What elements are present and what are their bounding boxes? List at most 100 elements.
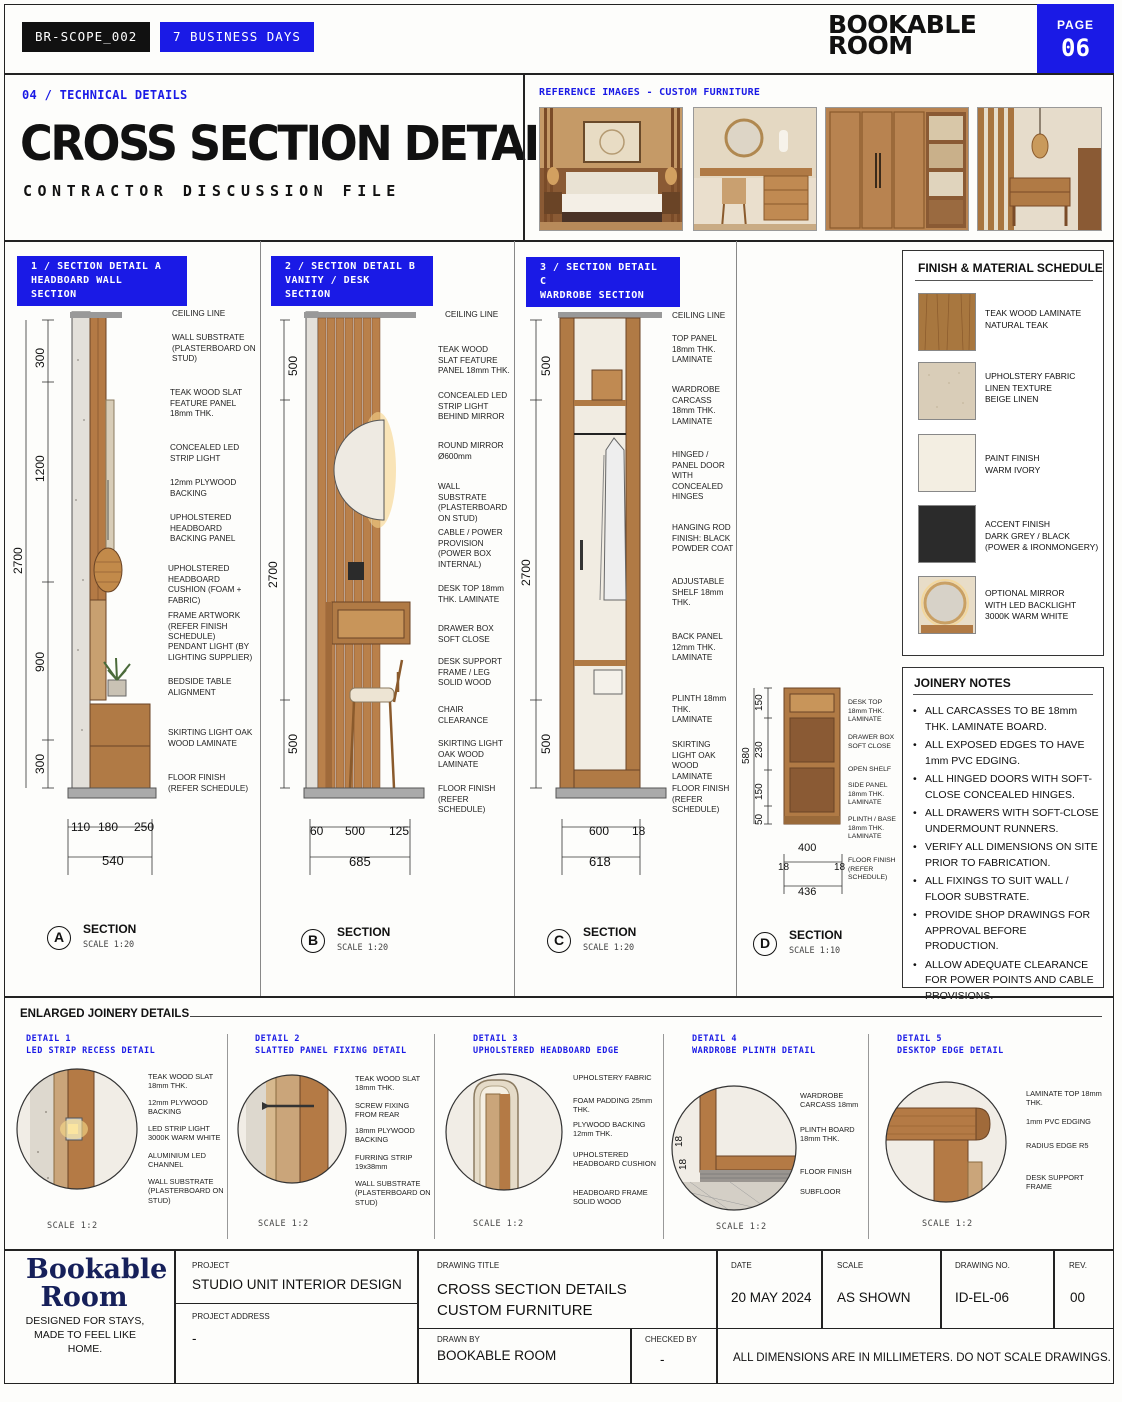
detail-5-label: LAMINATE TOP 18mm THK. [1026, 1089, 1102, 1108]
detail-2-label: WALL SUBSTRATE (PLASTERBOARD ON STUD) [355, 1179, 431, 1207]
dim-lines-b [309, 819, 411, 875]
page-number-box: PAGE 06 [1037, 4, 1114, 74]
label-b: TEAK WOOD SLAT FEATURE PANEL 18mm THK. [438, 345, 510, 375]
detail-5-drawing [885, 1081, 1007, 1203]
dim-d-width: 436 [798, 886, 817, 898]
label-c: ADJUSTABLE SHELF 18mm THK. [672, 577, 725, 607]
divider [663, 1034, 664, 1239]
dim-c-total: 2700 [519, 559, 533, 586]
detail-2-scale: SCALE 1:2 [258, 1219, 309, 1229]
reference-image-bedroom [539, 107, 683, 231]
dim-c-500b: 500 [539, 733, 553, 754]
dim-a-300b: 300 [33, 753, 47, 774]
detail-3-scale: SCALE 1:2 [473, 1219, 524, 1229]
dim-b-500: 500 [286, 355, 300, 376]
rev-label: REV. [1069, 1261, 1087, 1270]
dim-d-18b: 18 [834, 862, 846, 873]
label-a: TEAK WOOD SLAT FEATURE PANEL 18mm THK. [170, 388, 243, 418]
detail-3-label: FOAM PADDING 25mm THK. [573, 1096, 653, 1115]
dim-d-150: 150 [754, 694, 765, 711]
dim-b-total: 2700 [266, 561, 280, 588]
label-d: OPEN SHELF [848, 766, 892, 773]
section-b-drawing [280, 311, 425, 799]
detail-1-label: TEAK WOOD SLAT 18mm THK. [148, 1072, 214, 1091]
label-b: WALL SUBSTRATE (PLASTERBOARD ON STUD) [438, 482, 508, 523]
label-a: 12mm PLYWOOD BACKING [170, 478, 237, 498]
note-item: ALL EXPOSED EDGES TO HAVE 1mm PVC EDGING… [913, 738, 1101, 769]
sheet-frame [4, 4, 1114, 1384]
detail-4-dim: 18 [678, 1158, 689, 1170]
label-a: UPHOLSTERED HEADBOARD CUSHION (FOAM + FA… [168, 564, 242, 605]
section-d-drawing [753, 687, 841, 825]
detail-4-label: WARDROBE CARCASS 18mm [800, 1091, 859, 1110]
section-c-drawing [530, 312, 667, 799]
dim-d-400: 400 [798, 842, 817, 854]
dim-a-110: 110 [71, 820, 91, 834]
reference-image-vanity [693, 107, 817, 231]
label-b: CABLE / POWER PROVISION (POWER BOX INTER… [438, 528, 503, 569]
brand-logo: BOOKABLE ROOM [828, 10, 977, 60]
checked-by: - [660, 1352, 665, 1367]
label-b: SKIRTING LIGHT OAK WOOD LAMINATE [438, 739, 503, 769]
label-a: FRAME ARTWORK (REFER FINISH SCHEDULE) [168, 611, 241, 641]
divider [417, 1250, 419, 1384]
note-item: VERIFY ALL DIMENSIONS ON SITE PRIOR TO F… [913, 840, 1101, 871]
drawing-title-label: DRAWING TITLE [437, 1261, 500, 1270]
detail-5-label: DESK SUPPORT FRAME [1026, 1173, 1084, 1192]
dim-lines-a [67, 819, 153, 875]
dim-b-125: 125 [389, 824, 410, 838]
detail-4-scale: SCALE 1:2 [716, 1222, 767, 1232]
reference-heading: REFERENCE IMAGES - CUSTOM FURNITURE [539, 87, 761, 98]
label-a: FLOOR FINISH (REFER SCHEDULE) [168, 773, 249, 793]
divider [716, 1328, 718, 1384]
note-item: PROVIDE SHOP DRAWINGS FOR APPROVAL BEFOR… [913, 908, 1101, 955]
address-label: PROJECT ADDRESS [192, 1312, 270, 1321]
divider [630, 1328, 632, 1384]
dim-b-500b: 500 [286, 733, 300, 754]
label-b: FLOOR FINISH (REFER SCHEDULE) [438, 784, 496, 814]
divider [418, 1328, 1114, 1329]
label-a: CEILING LINE [172, 309, 226, 318]
finish-schedule-panel: FINISH & MATERIAL SCHEDULE TEAK WOOD LAM… [902, 250, 1104, 656]
footer-tagline: DESIGNED FOR STAYS,MADE TO FEEL LIKE HOM… [25, 1315, 145, 1355]
divider [4, 1249, 1114, 1251]
reference-image-bedside [977, 107, 1102, 231]
dim-a-180: 180 [98, 820, 119, 834]
divider [260, 241, 261, 996]
dim-c-600: 600 [589, 824, 610, 838]
drawn-by: BOOKABLE ROOM [437, 1348, 557, 1363]
divider [4, 996, 1114, 998]
project-label: PROJECT [192, 1261, 230, 1270]
dim-a-1200: 1200 [33, 455, 47, 482]
label-d: FLOOR FINISH (REFER SCHEDULE) [848, 857, 896, 882]
divider [4, 73, 1114, 75]
label-c: FLOOR FINISH (REFER SCHEDULE) [672, 784, 730, 814]
detail-3-drawing [445, 1073, 563, 1191]
dim-a-total: 2700 [11, 547, 25, 574]
label-a: CONCEALED LED STRIP LIGHT [170, 443, 240, 463]
dim-a-900: 900 [33, 651, 47, 672]
label-b: CONCEALED LED STRIP LIGHT BEHIND MIRROR [438, 391, 508, 421]
label-b: CEILING LINE [445, 310, 499, 319]
detail-1-label: WALL SUBSTRATE (PLASTERBOARD ON STUD) [148, 1177, 224, 1205]
detail-1-scale: SCALE 1:2 [47, 1221, 98, 1231]
dim-c-500: 500 [539, 355, 553, 376]
dim-d-150b: 150 [754, 783, 765, 800]
detail-2-label: SCREW FIXING FROM REAR [355, 1101, 410, 1120]
label-b: CHAIR CLEARANCE [438, 705, 489, 725]
label-c: PLINTH 18mm THK. LAMINATE [672, 694, 727, 724]
dim-lines-c [561, 819, 641, 875]
dim-lines-d [783, 854, 843, 894]
label-c: SKIRTING LIGHT OAK WOOD LAMINATE [672, 740, 716, 781]
divider [716, 1250, 718, 1328]
footer-note: ALL DIMENSIONS ARE IN MILLIMETERS. DO NO… [733, 1352, 1111, 1364]
divider [434, 1034, 435, 1239]
label-c: BACK PANEL 12mm THK. LAMINATE [672, 632, 723, 662]
swatch-teak [918, 293, 976, 351]
